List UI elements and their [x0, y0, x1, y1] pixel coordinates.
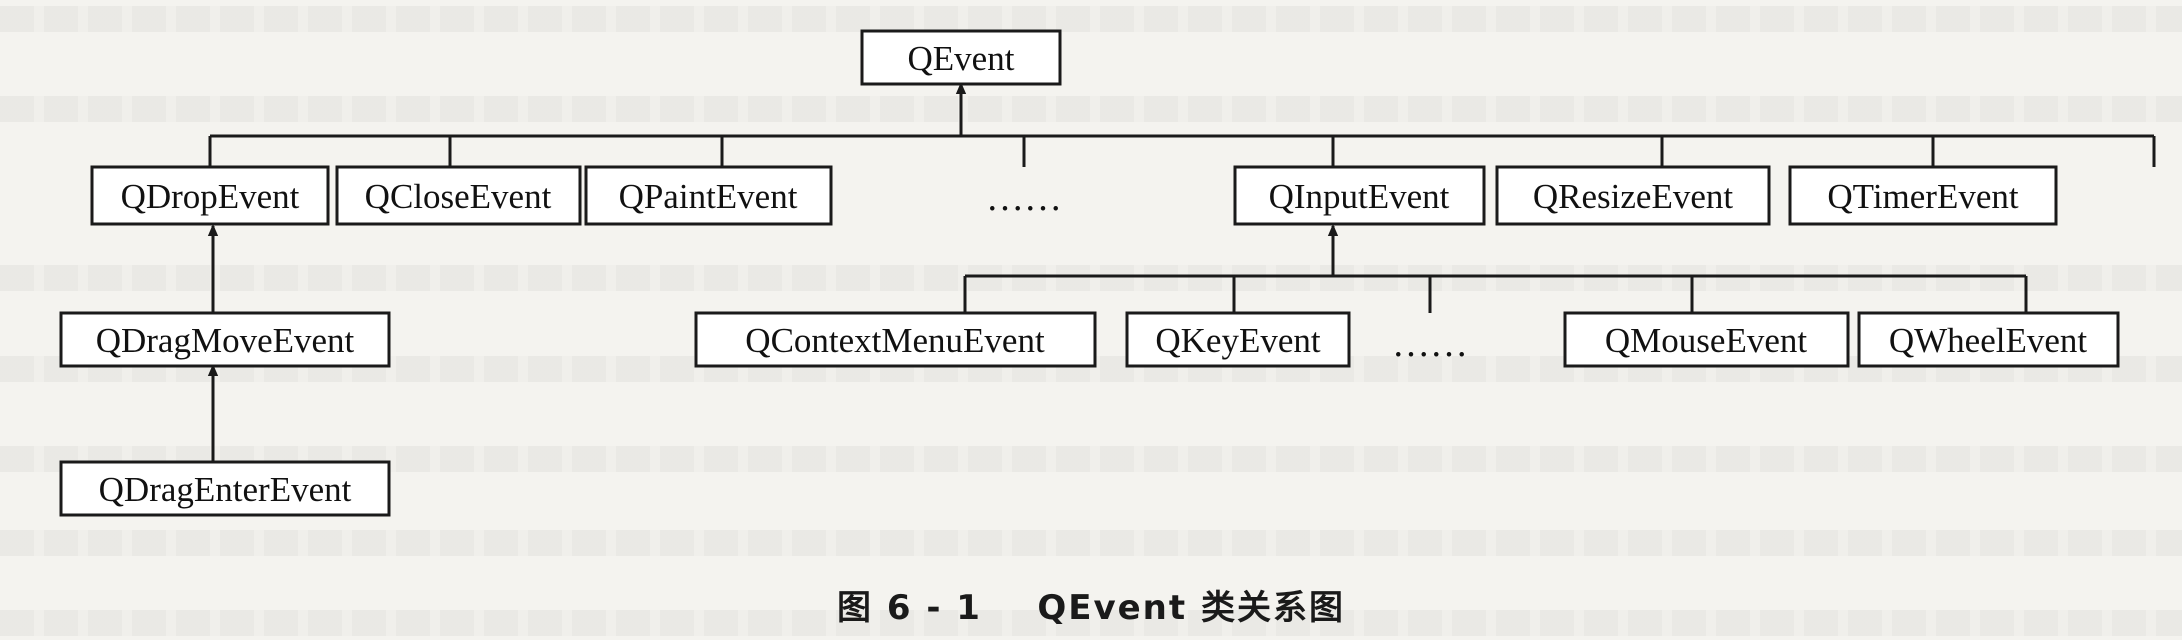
class-hierarchy-diagram: QEvent QDropEvent QCloseEvent QPaintEven… [59, 29, 2156, 517]
node-label: QDragMoveEvent [96, 321, 355, 360]
ellipsis-more-classes: …… [986, 177, 1062, 219]
class-node-qmouseevent: QMouseEvent [1563, 311, 1850, 368]
bleed-through-text [0, 6, 2182, 32]
node-label: QEvent [908, 39, 1015, 78]
figure-caption: 图 6 - 1 QEvent 类关系图 [0, 580, 2182, 629]
bleed-through-text [0, 530, 2182, 556]
input-connectors [963, 226, 2028, 313]
node-label: QWheelEvent [1889, 321, 2088, 360]
node-label: QKeyEvent [1155, 321, 1321, 360]
class-node-qkeyevent: QKeyEvent [1125, 311, 1351, 368]
class-node-qcloseevent: QCloseEvent [335, 165, 582, 226]
bleed-through-text [0, 96, 2182, 122]
node-label: QDragEnterEvent [99, 470, 352, 509]
ellipsis-more-input-classes: …… [1392, 323, 1468, 365]
bleed-through-text [0, 610, 2182, 636]
class-node-qinputevent: QInputEvent [1233, 165, 1486, 226]
class-node-qevent: QEvent [860, 29, 1062, 86]
class-node-qcontextmenuevent: QContextMenuEvent [694, 311, 1097, 368]
root-connectors [208, 84, 2156, 167]
node-label: QTimerEvent [1827, 177, 2018, 216]
node-label: QDropEvent [121, 177, 300, 216]
node-label: QInputEvent [1269, 177, 1450, 216]
figure-number: 图 6 - 1 [837, 588, 982, 628]
class-node-qtimerevent: QTimerEvent [1788, 165, 2058, 226]
node-label: QContextMenuEvent [745, 321, 1045, 360]
class-node-qresizeevent: QResizeEvent [1495, 165, 1771, 226]
node-label: QCloseEvent [365, 177, 552, 216]
node-label: QResizeEvent [1533, 177, 1733, 216]
node-label: QPaintEvent [619, 177, 798, 216]
node-label: QMouseEvent [1605, 321, 1807, 360]
class-node-qwheelevent: QWheelEvent [1857, 311, 2120, 368]
class-node-qdropevent: QDropEvent [90, 165, 330, 226]
figure-title: QEvent 类关系图 [1037, 588, 1345, 628]
bleed-through-text [0, 265, 2182, 291]
class-node-qdragmoveevent: QDragMoveEvent [59, 311, 391, 368]
class-node-qpaintevent: QPaintEvent [584, 165, 833, 226]
class-node-qdragenterevent: QDragEnterEvent [59, 460, 391, 517]
